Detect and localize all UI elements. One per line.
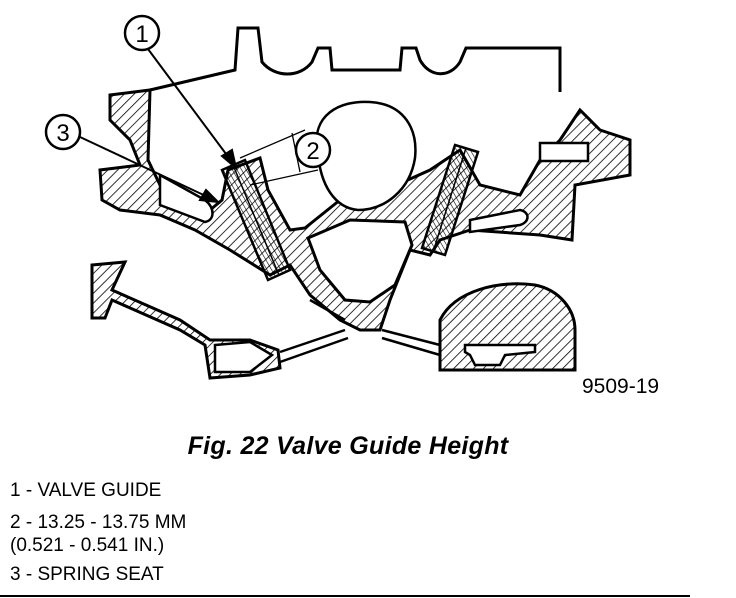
callout-1: 1 — [123, 14, 161, 52]
right-port-slot — [538, 141, 590, 163]
figure-caption: Fig. 22 Valve Guide Height — [187, 432, 509, 460]
callout-3: 3 — [44, 113, 82, 151]
legend-item-dimension-inches: (0.521 - 0.541 IN.) — [10, 535, 165, 556]
legend-item-dimension: 2 - 13.25 - 13.75 MM — [10, 512, 187, 533]
valve-guide-right — [420, 143, 480, 257]
callout-1-label: 1 — [135, 21, 148, 48]
callout-2: 2 — [294, 131, 332, 169]
leader-lines — [79, 44, 238, 204]
port-cavity — [306, 218, 414, 304]
connecting-webs — [279, 298, 441, 364]
lower-left-pocket — [213, 340, 275, 374]
callout-2-label: 2 — [306, 138, 319, 165]
callout-3-label: 3 — [56, 120, 69, 147]
valve-guide-left — [220, 158, 292, 282]
bottom-rule — [0, 595, 690, 597]
right-pocket — [468, 208, 529, 234]
combustion-chamber-circle — [315, 100, 417, 212]
cylinder-head-outline — [149, 26, 562, 92]
figure-id: 9509-19 — [582, 375, 659, 398]
legend-item-spring-seat: 3 - SPRING SEAT — [10, 564, 164, 585]
valve-guide-diagram: 1 2 3 9509-19 — [44, 14, 659, 398]
legend-item-valve-guide: 1 - VALVE GUIDE — [10, 480, 162, 501]
lower-right-pocket — [463, 343, 537, 367]
lower-right-block — [438, 282, 577, 372]
